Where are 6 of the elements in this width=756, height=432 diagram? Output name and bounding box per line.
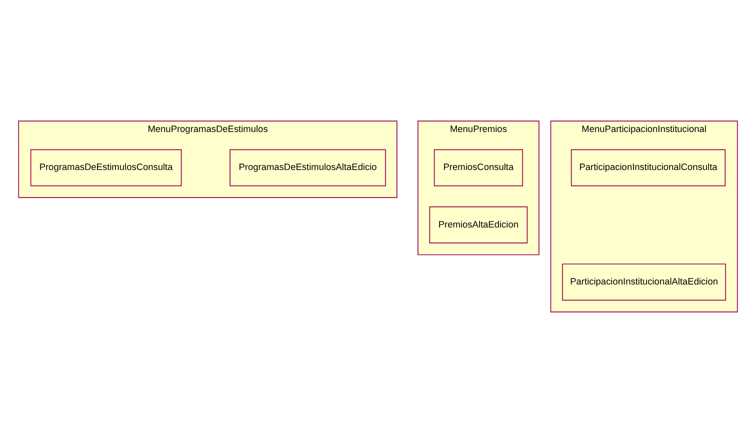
node-box: ParticipacionInstitucionalConsulta bbox=[570, 148, 726, 186]
node-box: ProgramasDeEstimulosConsulta bbox=[30, 148, 182, 186]
node-box: ParticipacionInstitucionalAltaEdicion bbox=[562, 263, 726, 300]
node-box: PremiosConsulta bbox=[434, 148, 523, 186]
node-box: PremiosAltaEdicion bbox=[429, 206, 528, 243]
node-box: ProgramasDeEstimulosAltaEdicio bbox=[230, 148, 386, 186]
